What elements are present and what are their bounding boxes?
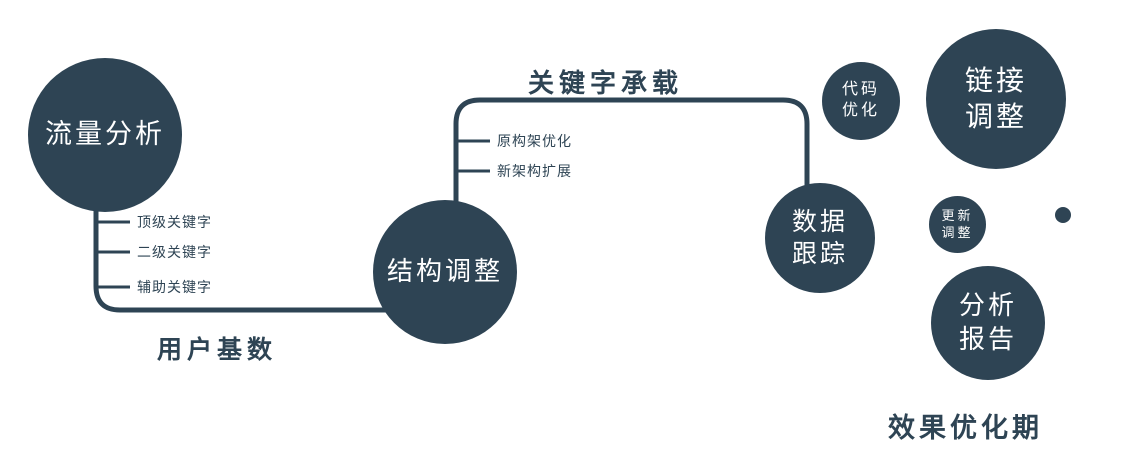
edge-label-user-base: 用户基数 [157,336,278,364]
connector-structure-to-tracking [453,97,810,207]
node-analysis-report-line2: 报告 [958,324,1017,354]
architecture-branch-label-new: 新架构扩展 [497,163,572,179]
node-update-adjustment: 更新 调整 [929,196,986,253]
node-update-adjustment-line1: 更新 [941,207,974,223]
keyword-branch-label-top: 顶级关键字 [137,214,212,230]
keyword-branch-label-second: 二级关键字 [137,244,212,260]
phase-caption: 效果优化期 [888,413,1043,443]
node-link-adjustment-line1: 链接 [964,64,1027,96]
architecture-branch-label-original: 原构架优化 [497,133,572,149]
node-link-adjustment: 链接 调整 [926,29,1066,169]
node-analysis-report: 分析 报告 [931,266,1045,380]
node-data-tracking: 数据 跟踪 [765,183,875,293]
node-update-adjustment-line2: 调整 [941,224,974,240]
node-data-tracking-line2: 跟踪 [791,240,848,268]
node-data-tracking-line1: 数据 [791,207,848,236]
node-code-optimization-line1: 代码 [841,81,880,99]
keyword-branch-label-auxiliary: 辅助关键字 [137,279,212,295]
bullet-dot [1055,207,1071,223]
node-traffic-analysis-label: 流量分析 [45,119,165,150]
node-structure-adjustment-label: 结构调整 [386,256,503,287]
node-structure-adjustment: 结构调整 [373,200,517,344]
node-traffic-analysis: 流量分析 [28,58,182,212]
node-analysis-report-line1: 分析 [958,290,1017,321]
edge-label-keyword-carry: 关键字承载 [528,68,684,98]
node-link-adjustment-line2: 调整 [964,101,1027,132]
node-code-optimization-line2: 优化 [841,102,880,119]
node-code-optimization: 代码 优化 [822,62,900,140]
